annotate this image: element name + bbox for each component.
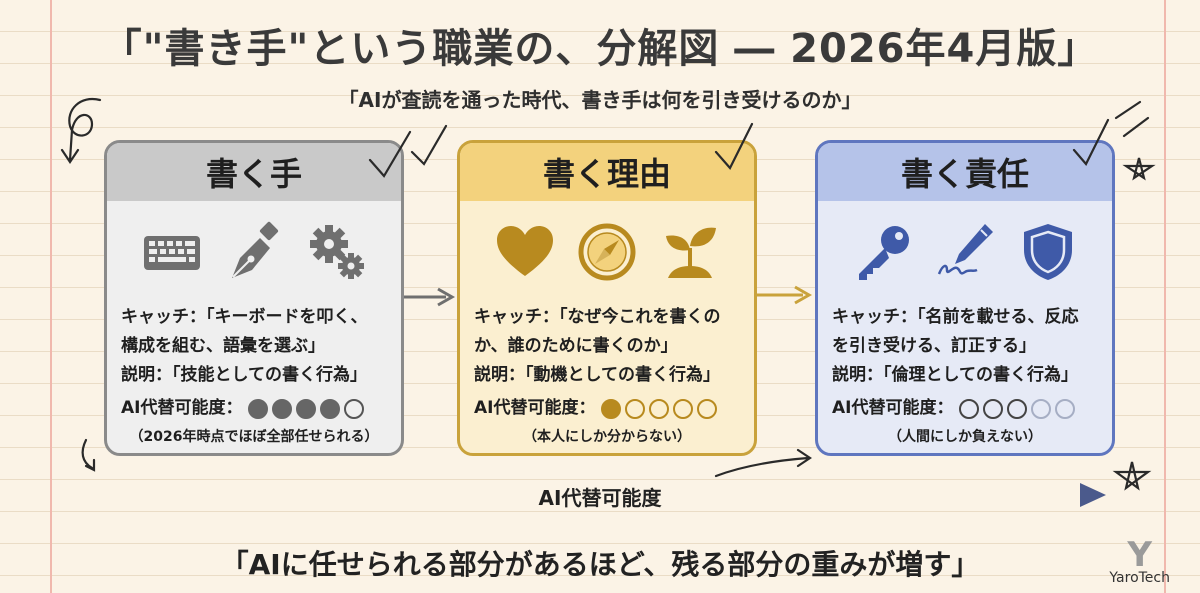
curly-arrow-doodle (60, 97, 102, 164)
rating-dot-empty (959, 398, 980, 419)
catch-line: キャッチ：「キーボードを叩く、 (121, 307, 368, 327)
page-title: 「"書き手"という職業の、分解図 ― 2026年4月版」 (101, 26, 1099, 72)
card-writing-hand: 書く手 (104, 140, 404, 456)
page-subtitle: 「AIが査読を通った時代、書き手は何を引き受けるのか」 (338, 88, 862, 112)
rating-dot-empty (344, 398, 365, 419)
rating-dot-empty (1031, 398, 1052, 419)
rating-line: AI代替可能度： (121, 394, 387, 423)
catch-line: 構成を組む、語彙を選ぶ」 (121, 336, 325, 356)
pen-signature-icon (937, 224, 993, 275)
star-doodle (1112, 461, 1152, 491)
catch-line: か、誰のために書くのか」 (474, 336, 678, 356)
card-icons (460, 201, 754, 303)
check-mark-doodle (714, 122, 754, 170)
card-writing-responsibility: 書く責任 キャッチ：「名前を載せる、反応 を引き受ける、訂正する」 説明：「倫理… (815, 140, 1115, 456)
rating-dot-empty (1055, 398, 1076, 419)
rating-dot-filled (320, 398, 341, 419)
card-icons (818, 201, 1112, 303)
catch-line: を引き受ける、訂正する」 (832, 336, 1036, 356)
card-heading: 書く責任 (818, 143, 1112, 201)
rating-dots (959, 398, 1076, 419)
check-mark-doodle (1072, 118, 1110, 166)
rating-label: AI代替可能度： (474, 398, 596, 418)
rating-dot-empty (649, 398, 670, 419)
connector-arrow (404, 287, 456, 307)
heart-icon (496, 226, 553, 276)
rating-dot-empty (673, 398, 694, 419)
rating-dots (601, 398, 718, 419)
swoosh-arrow-doodle (714, 448, 812, 478)
gears-icon (309, 225, 364, 279)
notebook-margin-right (1164, 0, 1166, 593)
dash-doodle (1122, 116, 1150, 138)
notebook-margin-left (50, 0, 52, 593)
catch-line: キャッチ：「なぜ今これを書くの (474, 307, 721, 327)
rating-label: AI代替可能度： (121, 398, 243, 418)
connector-arrow (757, 285, 813, 305)
brand-name: YaroTech (1109, 570, 1170, 586)
brand-mark: Y (1127, 535, 1153, 575)
rating-dot-empty (697, 398, 718, 419)
bottom-quote: 「AIに任せられる部分があるほど、残る部分の重みが増す」 (220, 548, 980, 581)
description: 説明：「動機としての書く行為」 (474, 365, 720, 385)
card-body: キャッチ：「キーボードを叩く、 構成を組む、語彙を選ぶ」 説明：「技能としての書… (107, 303, 401, 447)
rating-dot-empty (625, 398, 646, 419)
rating-dot-filled (272, 398, 293, 419)
description: 説明：「倫理としての書く行為」 (832, 365, 1078, 385)
rating-line: AI代替可能度： (474, 394, 740, 423)
rating-dot-empty (1007, 398, 1028, 419)
rating-label: AI代替可能度： (832, 398, 954, 418)
description: 説明：「技能としての書く行為」 (121, 365, 367, 385)
rating-dot-filled (296, 398, 317, 419)
card-icons (107, 201, 401, 303)
compass-icon (578, 223, 636, 281)
axis-label: AI代替可能度 (510, 482, 690, 511)
curve-arrow-doodle (81, 438, 96, 472)
rating-dot-filled (248, 398, 269, 419)
rating-line: AI代替可能度： (832, 394, 1098, 423)
check-mark-doodle (410, 124, 448, 166)
sprout-icon (665, 227, 716, 278)
card-heading: 書く手 (107, 143, 401, 201)
fountain-pen-icon (232, 221, 279, 278)
key-icon (858, 226, 909, 280)
rating-note: （本人にしか分からない） (523, 429, 691, 445)
star-doodle (1122, 157, 1156, 181)
card-body: キャッチ：「名前を載せる、反応 を引き受ける、訂正する」 説明：「倫理としての書… (818, 303, 1112, 447)
card-heading: 書く理由 (460, 143, 754, 201)
card-body: キャッチ：「なぜ今これを書くの か、誰のために書くのか」 説明：「動機としての書… (460, 303, 754, 447)
rating-dot-empty (983, 398, 1004, 419)
rating-note: （2026年時点でほぼ全部任せられる） (129, 429, 379, 445)
catch-line: キャッチ：「名前を載せる、反応 (832, 307, 1079, 327)
rating-dot-filled (601, 398, 622, 419)
shield-icon (1023, 224, 1072, 280)
rating-dots (248, 398, 365, 419)
keyboard-icon (143, 236, 200, 270)
brand-logo: Y YaroTech (1109, 535, 1170, 586)
check-mark-doodle (368, 130, 412, 178)
rating-note: （人間にしか負えない） (888, 429, 1042, 445)
card-writing-reason: 書く理由 キャッチ：「なぜ今これを書くの か、誰のために書くのか」 説明：「動機… (457, 140, 757, 456)
dash-doodle (1114, 100, 1142, 120)
